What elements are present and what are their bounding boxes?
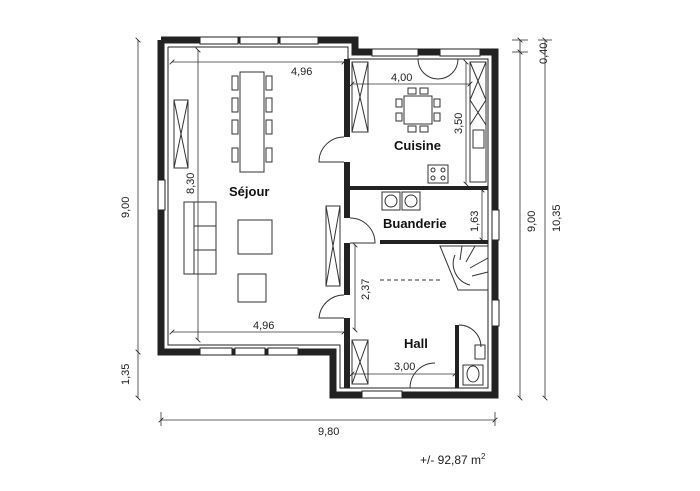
total-area-exponent: 2 xyxy=(481,452,486,461)
dim-left-bottom: 1,35 xyxy=(120,364,132,385)
dim-right-total: 10,35 xyxy=(551,204,563,232)
stairs xyxy=(380,245,489,291)
laundry-fixtures xyxy=(381,191,421,211)
exterior-dimension-lines xyxy=(138,40,552,426)
hall-fixtures xyxy=(351,339,486,386)
dim-sejour-top: 4,96 xyxy=(291,66,312,78)
room-label-cuisine: Cuisine xyxy=(394,138,441,153)
kitchen-fixtures xyxy=(351,61,487,184)
dim-buanderie-height: 1,63 xyxy=(469,211,481,232)
dim-sejour-height: 8,30 xyxy=(185,173,197,194)
dim-left-height: 9,00 xyxy=(120,197,132,218)
room-label-buanderie: Buanderie xyxy=(383,216,447,231)
dim-hall-upper: 2,37 xyxy=(360,279,372,300)
dim-cuisine-height: 3,50 xyxy=(453,113,465,134)
living-furniture xyxy=(173,71,341,303)
dim-right-top: 0,40 xyxy=(538,43,550,64)
room-label-hall: Hall xyxy=(404,336,428,351)
total-area-value: +/- 92,87 m xyxy=(420,453,482,467)
interior-dimension-lines xyxy=(172,50,482,374)
dim-cuisine-width: 4,00 xyxy=(391,72,412,84)
windows xyxy=(157,36,500,399)
door-swings xyxy=(318,58,482,389)
dim-sejour-bottom: 4,96 xyxy=(253,320,274,332)
room-label-sejour: Séjour xyxy=(229,184,269,199)
total-area: +/- 92,87 m2 xyxy=(420,452,485,467)
interior-walls xyxy=(344,59,488,388)
dim-total-width: 9,80 xyxy=(318,426,339,438)
outer-walls-inner-line xyxy=(167,46,489,389)
dim-right-main: 9,00 xyxy=(526,211,538,232)
dim-hall-width: 3,00 xyxy=(394,361,415,373)
